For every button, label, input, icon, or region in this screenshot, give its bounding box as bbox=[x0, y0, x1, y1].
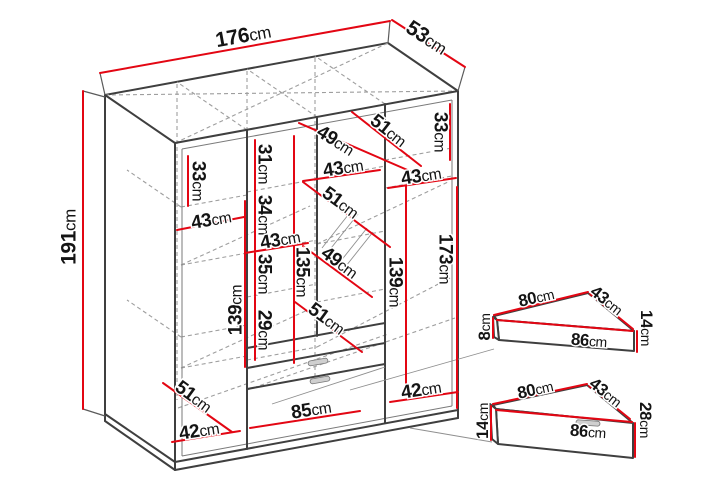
dimension-line-depth-total bbox=[391, 19, 466, 68]
carcass-edge bbox=[174, 417, 459, 471]
dimension-label-height-139-left: 139cm bbox=[226, 285, 247, 335]
dimension-label-drawer1-86: 86cm bbox=[570, 330, 607, 351]
dimension-label-drawer1-14: 14cm bbox=[637, 310, 656, 346]
dimension-line-depth-51-top bbox=[351, 111, 422, 167]
hidden-edge-line bbox=[246, 346, 318, 361]
dimension-label-width-42-right: 42cm bbox=[400, 377, 443, 404]
leader-line bbox=[271, 366, 386, 405]
dimension-line-depth-51-mid bbox=[302, 181, 391, 248]
dimension-label-drawer2-28: 28cm bbox=[636, 402, 655, 438]
dimension-line-width-43-topright bbox=[387, 177, 457, 189]
dimension-label-shelf-34: 34cm bbox=[253, 195, 274, 235]
dimension-label-width-total: 176cm bbox=[214, 20, 273, 53]
dimension-line-drawer2-43 bbox=[588, 385, 631, 420]
dimension-label-width-43-col2: 43cm bbox=[259, 226, 302, 254]
dimension-label-height-139-right: 139cm bbox=[384, 257, 405, 307]
hidden-edge-line bbox=[246, 283, 318, 298]
hidden-edge-line bbox=[314, 55, 386, 105]
dimension-line-width-85 bbox=[249, 410, 361, 429]
drawer-handle bbox=[307, 357, 329, 367]
hanging-rail-mark bbox=[321, 209, 353, 249]
dimension-lines bbox=[82, 19, 638, 458]
dimension-label-height-total: 191cm bbox=[57, 209, 80, 265]
hidden-edge-line bbox=[384, 175, 453, 189]
dimension-tick bbox=[82, 408, 106, 417]
hidden-edge-line bbox=[316, 165, 386, 180]
hanging-rail-mark bbox=[345, 231, 374, 267]
hidden-edge-line bbox=[316, 181, 449, 245]
hidden-edge-line bbox=[126, 299, 182, 338]
dimension-label-width-85: 85cm bbox=[290, 397, 333, 424]
dimension-line-drawer1-43 bbox=[589, 293, 634, 330]
dimension-label-height-135: 135cm bbox=[291, 247, 312, 297]
dimension-line-depth-51-bottomleft bbox=[162, 382, 233, 433]
dimension-tick bbox=[387, 20, 391, 44]
dimension-line-depth-51-low bbox=[294, 301, 363, 353]
dimension-tick bbox=[82, 90, 106, 98]
dimension-line-drawer2-86 bbox=[495, 409, 633, 423]
dimension-label-shelf-31: 31cm bbox=[253, 144, 274, 184]
hidden-edge-line bbox=[174, 42, 389, 144]
dimension-tick bbox=[457, 66, 466, 92]
dimension-line-width-42-right bbox=[389, 391, 459, 403]
hidden-edge-line bbox=[176, 81, 248, 131]
dimension-label-shelf-29: 29cm bbox=[253, 310, 274, 350]
dimension-label-drawer2-14: 14cm bbox=[473, 403, 492, 439]
dimension-label-shelf-35: 35cm bbox=[253, 254, 274, 294]
drawer-handle bbox=[575, 419, 601, 427]
dimension-line-width-43-col2 bbox=[244, 242, 309, 254]
dimension-line-width-42-left bbox=[171, 430, 241, 443]
carcass-edge bbox=[246, 363, 386, 390]
dimension-line-drawer1-80 bbox=[493, 291, 589, 316]
hanging-rail-mark bbox=[339, 227, 368, 263]
dimension-label-drawer2-86: 86cm bbox=[569, 421, 606, 442]
drawer-details bbox=[489, 292, 635, 459]
dimension-line-drawer1-86 bbox=[496, 319, 634, 332]
dimension-label-width-42-left: 42cm bbox=[178, 418, 221, 445]
hidden-edge-line bbox=[316, 230, 386, 245]
carcass-inner-edge bbox=[181, 405, 453, 457]
hidden-edge-line bbox=[246, 68, 318, 118]
leader-line bbox=[409, 427, 493, 443]
carcass-edge bbox=[104, 94, 176, 144]
hidden-edge-line bbox=[246, 317, 456, 391]
dimension-line-depth-49-mid bbox=[302, 245, 373, 298]
hidden-edge-line bbox=[316, 288, 386, 303]
dimension-label-shelf-33-left: 33cm bbox=[187, 161, 208, 201]
dimension-label-width-43-col3: 43cm bbox=[322, 155, 365, 182]
leader-line bbox=[349, 348, 495, 391]
dimension-line-width-43-col3 bbox=[302, 169, 381, 182]
hidden-edge-line bbox=[126, 169, 182, 208]
drawer-handle bbox=[309, 375, 331, 385]
carcass-edge bbox=[104, 420, 176, 471]
dimension-label-shelf-33-right: 33cm bbox=[429, 112, 450, 152]
hidden-edge-line bbox=[384, 147, 453, 161]
carcass-edge bbox=[246, 322, 386, 349]
dimension-label-height-173: 173cm bbox=[434, 234, 455, 284]
dimension-line-width-43-left bbox=[176, 216, 245, 231]
dimension-tick bbox=[99, 72, 106, 96]
dimension-label-drawer1-8: 8cm bbox=[475, 314, 494, 341]
dimension-label-width-43-topright: 43cm bbox=[400, 163, 443, 190]
dimension-label-width-43-left: 43cm bbox=[190, 206, 233, 234]
dimension-line-depth-49-top bbox=[298, 122, 420, 176]
dimension-line-drawer2-80 bbox=[492, 383, 588, 405]
dimension-line-width-total bbox=[99, 20, 391, 74]
carcass-edge bbox=[246, 342, 386, 369]
